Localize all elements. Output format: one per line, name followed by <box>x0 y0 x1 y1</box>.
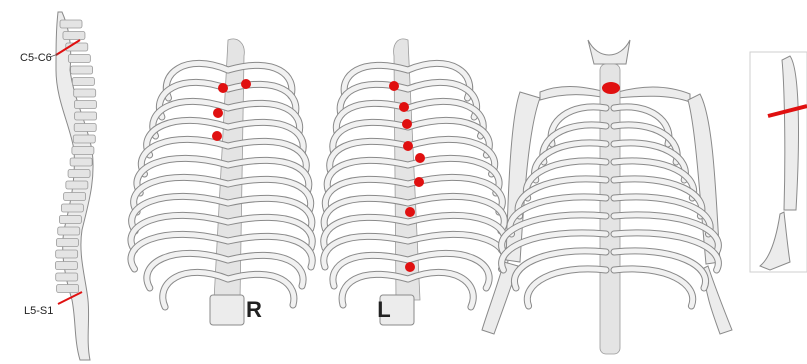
vertebra <box>71 66 93 74</box>
vertebra <box>64 193 86 201</box>
vertebra <box>63 32 85 40</box>
vertebra <box>74 124 96 132</box>
lumbosacral-level-label: L5-S1 <box>24 305 53 317</box>
rib <box>527 269 606 306</box>
marker-dot <box>402 119 412 129</box>
marker-dot <box>212 131 222 141</box>
vertebra <box>61 204 83 212</box>
marker-dot <box>415 153 425 163</box>
vertebra <box>59 216 81 224</box>
rib-cage-right <box>131 39 312 325</box>
marker-dot <box>405 207 415 217</box>
vertebra <box>68 170 90 178</box>
vertebra <box>74 101 96 109</box>
left-side-label: L <box>369 297 399 323</box>
leg-lateral-view <box>750 52 807 272</box>
marker-dot <box>241 79 251 89</box>
rib <box>614 269 693 306</box>
vertebra <box>60 20 82 28</box>
rib-cage-left <box>324 39 505 325</box>
spine-lateral-view <box>50 12 97 360</box>
marker-dot <box>213 108 223 118</box>
vertebra <box>55 262 77 270</box>
vertebra <box>58 227 80 235</box>
vertebra <box>57 285 79 293</box>
marker-dot <box>389 81 399 91</box>
vertebra <box>70 158 92 166</box>
vertebra <box>68 55 90 63</box>
vertebra <box>56 250 78 258</box>
vertebra <box>72 78 94 86</box>
cervical-level-label: C5-C6 <box>20 52 52 64</box>
sternoclavicular-marker <box>602 82 620 94</box>
vertebra <box>66 181 88 189</box>
vertebra <box>56 273 78 281</box>
marker-dot <box>405 262 415 272</box>
right-side-label: R <box>239 297 269 323</box>
vertebra <box>73 135 95 143</box>
marker-dot <box>414 177 424 187</box>
vertebra <box>56 239 78 247</box>
thorax-anterior-view <box>482 40 732 354</box>
marker-dot <box>403 141 413 151</box>
marker-dot <box>218 83 228 93</box>
marker-dot <box>399 102 409 112</box>
vertebra <box>75 112 97 120</box>
vertebra <box>72 147 94 155</box>
vertebra <box>74 89 96 97</box>
